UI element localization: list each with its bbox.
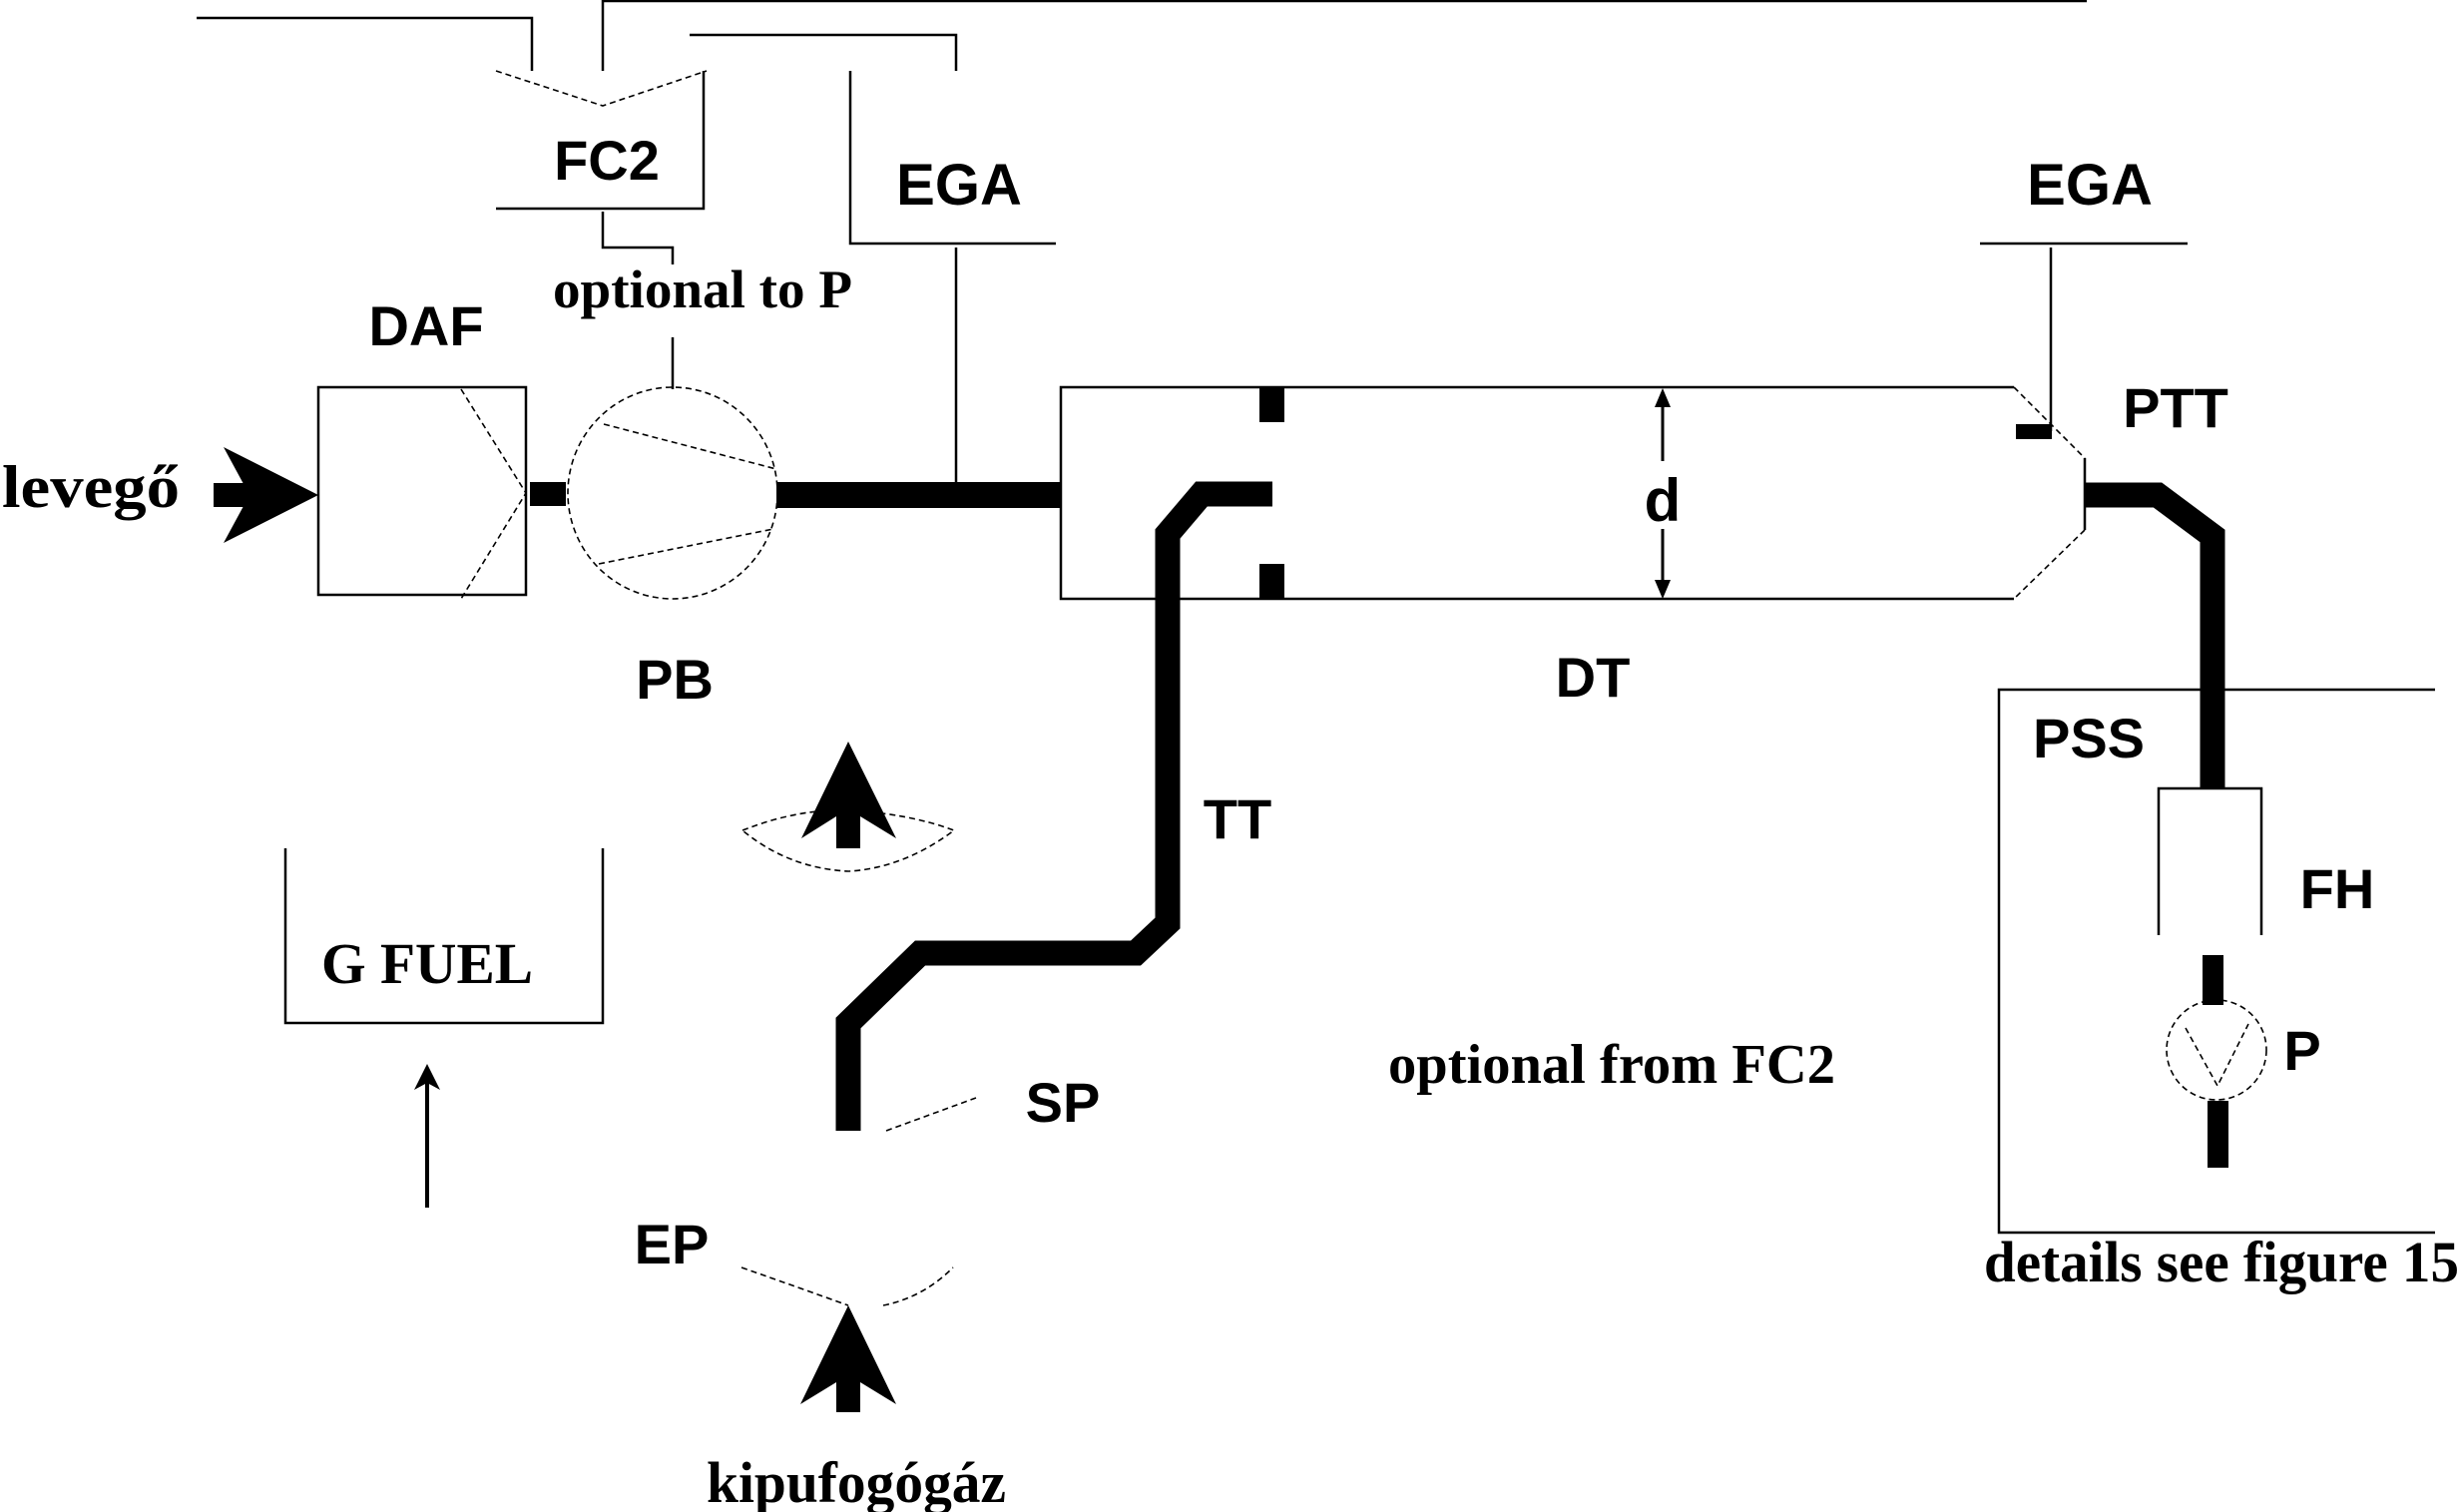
ptt-transfer-tube <box>2086 482 2225 788</box>
g-fuel-label: G FUEL <box>321 931 533 996</box>
daf-filter-symbol <box>460 388 527 600</box>
ep-probe-right <box>882 1266 954 1306</box>
ep-label: EP <box>635 1213 710 1275</box>
flow-up-arrow-icon <box>801 742 896 838</box>
exhaust-inlet-group: EP kipufogógáz <box>635 1213 1006 1512</box>
ega-left-box <box>848 71 1056 246</box>
fc2-box <box>496 71 706 211</box>
fh-filter-holder <box>2157 786 2263 935</box>
sp-pointer-line <box>885 1097 977 1132</box>
p-pump-symbol <box>2185 1023 2249 1088</box>
tt-transfer-tube <box>835 481 1272 1131</box>
pb-label: PB <box>636 648 714 711</box>
p-pump-circle <box>2166 999 2267 1101</box>
fc2-group: FC2 optional to P <box>197 0 2087 389</box>
fh-label: FH <box>2300 857 2375 920</box>
kipufogogaz-label: kipufogógáz <box>707 1450 1006 1512</box>
g-fuel-box <box>283 848 605 1025</box>
daf-box <box>316 385 528 597</box>
fc2-label: FC2 <box>554 129 660 192</box>
dt-baffle-bottom <box>1259 564 1284 599</box>
sp-label: SP <box>1026 1071 1101 1134</box>
g-fuel-group: G FUEL <box>283 848 605 1208</box>
dt-outlet-cone-top <box>2013 386 2086 459</box>
pb-blower-blade-bottom <box>598 528 774 565</box>
g-fuel-up-arrow-icon <box>414 1064 440 1090</box>
ega-left-label: EGA <box>896 153 1022 218</box>
pb-dt-pipe <box>776 482 1061 508</box>
dt-baffle-top <box>1259 387 1284 422</box>
dt-label: DT <box>1556 646 1631 709</box>
pss-group: PSS FH P details see figure 15 <box>1984 688 2459 1294</box>
dt-tunnel-body <box>1059 385 2014 601</box>
ega-right-group: EGA PTT <box>1980 153 2228 788</box>
fc2-signal-line-left <box>197 16 534 71</box>
pb-blower-blade-top <box>603 423 777 470</box>
daf-label: DAF <box>368 294 483 357</box>
pss-label: PSS <box>2033 707 2145 769</box>
fc2-valve-symbol <box>495 70 708 107</box>
ep-probe-left <box>740 1266 849 1306</box>
ptt-label: PTT <box>2123 376 2228 439</box>
exhaust-up-arrow-icon <box>800 1305 896 1404</box>
fh-p-pipe <box>2203 955 2223 1005</box>
dt-outlet-cone-bottom <box>2013 529 2086 600</box>
optional-to-p-label: optional to P <box>553 259 852 319</box>
p-label: P <box>2283 1019 2320 1082</box>
optional-from-fc2-label: optional from FC2 <box>1388 1034 1835 1096</box>
transfer-tube-group: TT SP <box>835 481 1272 1134</box>
air-inlet-arrow-icon <box>224 447 318 543</box>
ega-right-probe-tip <box>2016 424 2052 439</box>
ega-right-label: EGA <box>2027 153 2153 218</box>
tt-label: TT <box>1204 787 1271 850</box>
pb-blower-circle <box>567 386 778 600</box>
daf-pb-connector <box>530 482 566 506</box>
fc2-signal-line-top <box>601 0 2087 71</box>
dilution-tunnel-group: d DT <box>1059 385 2087 709</box>
fc2-to-pb-line <box>601 212 675 264</box>
fc2-ega-signal-line <box>690 33 958 71</box>
d-arrow-down-icon <box>1655 580 1671 599</box>
ega-left-group: EGA <box>848 71 1056 483</box>
air-intake-group: levegő DAF PB <box>2 294 1061 711</box>
levego-label: levegő <box>2 454 180 520</box>
pss-box <box>1997 688 2435 1235</box>
flow-indicator-group <box>740 742 956 872</box>
details-see-figure-label: details see figure 15 <box>1984 1230 2459 1294</box>
p-outlet-pipe <box>2208 1101 2228 1168</box>
d-label: d <box>1645 467 1682 534</box>
d-arrow-up-icon <box>1655 388 1671 407</box>
